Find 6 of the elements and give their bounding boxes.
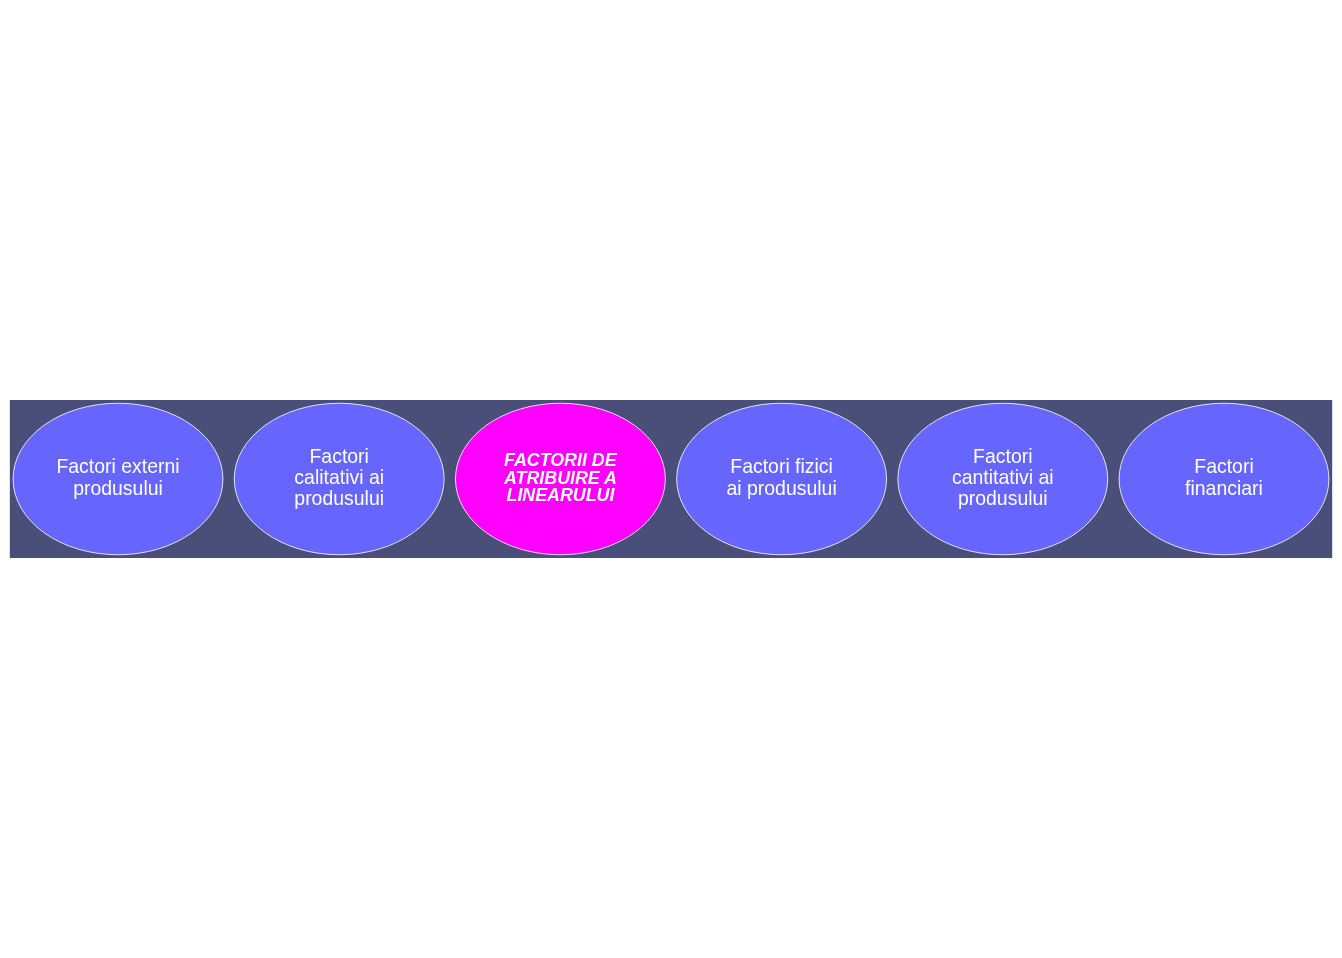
node-ellipse: Factori calitativi ai produsului: [233, 402, 445, 556]
node-ellipse: Factori fizici ai produsului: [676, 402, 887, 556]
node-ellipse: Factori financiari: [1118, 402, 1330, 556]
node-ellipse: FACTORII DE ATRIBUIRE A LINEARULUI: [455, 402, 666, 556]
node-ellipse: Factori externi produsului: [12, 402, 224, 556]
node-ellipse: Factori cantitativi ai produsului: [897, 402, 1109, 556]
